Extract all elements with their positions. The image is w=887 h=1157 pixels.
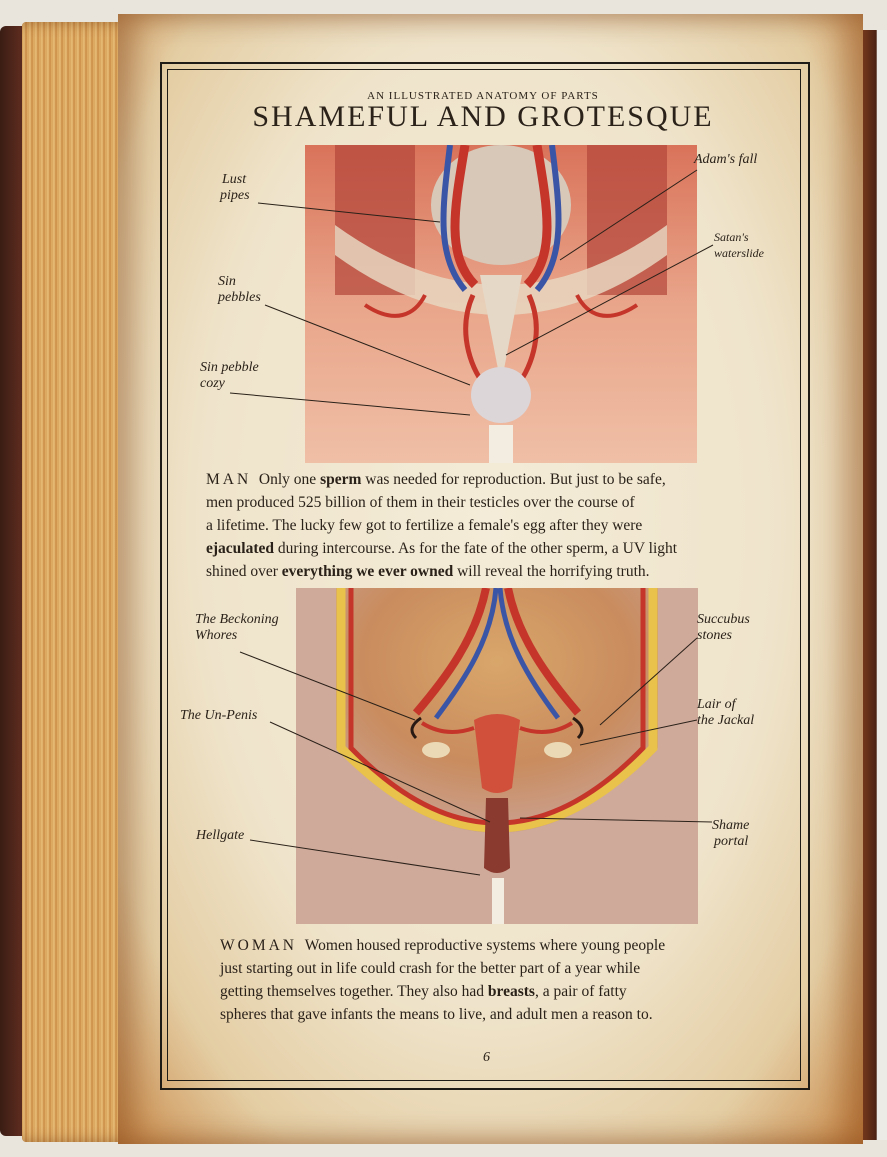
- caption-text: , a pair of fatty: [535, 983, 627, 1000]
- label-succubus-stones: Succubus stones: [697, 612, 750, 644]
- caption-line: getting themselves together. They also h…: [220, 980, 760, 1003]
- caption-line: men produced 525 billion of them in thei…: [206, 491, 766, 514]
- caption-bold: sperm: [320, 471, 361, 488]
- caption-line: MAN Only one sperm was needed for reprod…: [206, 468, 766, 491]
- label-text: The Beckoning: [195, 612, 279, 628]
- label-adams-fall: Adam's fall: [694, 152, 757, 168]
- caption-line: spheres that gave infants the means to l…: [220, 1003, 760, 1026]
- label-text: cozy: [200, 376, 259, 392]
- caption-text: during intercourse. As for the fate of t…: [274, 540, 677, 557]
- caption-lead: WOMAN: [220, 937, 297, 954]
- label-text: waterslide: [714, 245, 764, 261]
- label-lair-of-the-jackal: Lair of the Jackal: [697, 697, 754, 729]
- caption-text: will reveal the horrifying truth.: [453, 563, 649, 580]
- caption-text: Only one: [259, 471, 320, 488]
- caption-line: WOMAN Women housed reproductive systems …: [220, 934, 760, 957]
- caption-bold: everything we ever owned: [282, 563, 453, 580]
- caption-text: was needed for reproduction. But just to…: [361, 471, 665, 488]
- caption-text: shined over: [206, 563, 282, 580]
- label-shame-portal: Shame portal: [712, 818, 749, 850]
- label-text: Lust: [222, 172, 250, 188]
- label-text: Satan's: [714, 229, 764, 245]
- label-satans-waterslide: Satan's waterslide: [714, 229, 764, 261]
- label-text: portal: [714, 834, 749, 850]
- label-text: Whores: [195, 628, 279, 644]
- man-caption: MAN Only one sperm was needed for reprod…: [206, 468, 766, 583]
- caption-bold: ejaculated: [206, 540, 274, 557]
- label-hellgate: Hellgate: [196, 828, 244, 844]
- caption-bold: breasts: [488, 983, 535, 1000]
- label-sin-pebble-cozy: Sin pebble cozy: [200, 360, 259, 392]
- caption-text: Women housed reproductive systems where …: [305, 937, 665, 954]
- caption-line: ejaculated during intercourse. As for th…: [206, 537, 766, 560]
- label-text: Succubus: [697, 612, 750, 628]
- label-text: Lair of: [697, 697, 754, 713]
- caption-text: getting themselves together. They also h…: [220, 983, 488, 1000]
- label-lust-pipes: Lust pipes: [222, 172, 250, 204]
- caption-line: just starting out in life could crash fo…: [220, 957, 760, 980]
- label-sin-pebbles: Sin pebbles: [218, 274, 261, 306]
- caption-lead: MAN: [206, 471, 251, 488]
- label-text: stones: [697, 628, 750, 644]
- label-text: pipes: [220, 188, 250, 204]
- label-beckoning-whores: The Beckoning Whores: [195, 612, 279, 644]
- label-text: pebbles: [218, 290, 261, 306]
- page-number: 6: [483, 1050, 490, 1066]
- label-un-penis: The Un-Penis: [180, 708, 257, 724]
- label-text: Shame: [712, 818, 749, 834]
- caption-line: shined over everything we ever owned wil…: [206, 560, 766, 583]
- label-text: the Jackal: [697, 713, 754, 729]
- label-text: Sin pebble: [200, 360, 259, 376]
- label-text: Sin: [218, 274, 261, 290]
- woman-caption: WOMAN Women housed reproductive systems …: [220, 934, 760, 1026]
- caption-line: a lifetime. The lucky few got to fertili…: [206, 514, 766, 537]
